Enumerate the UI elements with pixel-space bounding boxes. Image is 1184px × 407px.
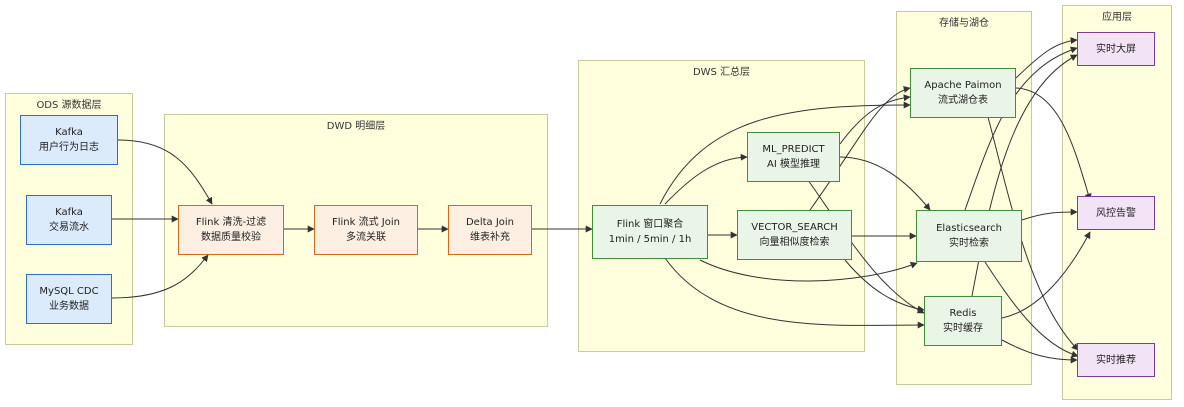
node-realtime-recommend: 实时推荐 (1077, 343, 1155, 377)
node-flink-window-sub: 1min / 5min / 1h (608, 234, 692, 245)
node-redis-sub: 实时缓存 (943, 323, 983, 334)
node-kafka-user-log-sub: 用户行为日志 (39, 142, 99, 153)
node-risk-alert: 风控告警 (1077, 196, 1155, 230)
node-mysql-cdc: MySQL CDC 业务数据 (26, 274, 112, 324)
edge-redis-to-recommend (1001, 339, 1078, 364)
node-vector-search: VECTOR_SEARCH 向量相似度检索 (737, 210, 852, 260)
edge-window-to-elastic (699, 259, 918, 282)
node-apache-paimon: Apache Paimon 流式湖仓表 (910, 68, 1016, 118)
dws-layer-title: DWS 汇总层 (692, 67, 751, 78)
node-kafka-trade-title: Kafka (55, 207, 83, 218)
node-flink-clean-sub: 数据质量校验 (201, 232, 261, 243)
edge-vector-to-redis (844, 259, 925, 313)
node-apache-paimon-sub: 流式湖仓表 (938, 95, 988, 106)
edge-window-to-ml (664, 153, 748, 205)
edge-vector-to-paimon (809, 86, 911, 211)
node-ml-predict-sub: AI 模型推理 (767, 159, 820, 170)
edge-ml-to-elastic (839, 156, 931, 211)
edge-ml-to-paimon (839, 94, 911, 145)
node-kafka-user-log-title: Kafka (55, 127, 83, 138)
edge-ml-to-redis (807, 179, 925, 314)
node-elasticsearch-sub: 实时检索 (949, 238, 989, 249)
node-delta-join-sub: 维表补充 (470, 232, 510, 243)
node-flink-clean: Flink 清洗-过滤 数据质量校验 (178, 205, 284, 255)
node-risk-alert-title: 风控告警 (1096, 207, 1136, 219)
node-flink-clean-title: Flink 清洗-过滤 (195, 217, 267, 228)
node-ml-predict: ML_PREDICT AI 模型推理 (747, 132, 840, 182)
node-realtime-dashboard: 实时大屏 (1077, 32, 1155, 66)
edge-elastic-to-risk (1021, 208, 1078, 221)
node-kafka-trade-sub: 交易流水 (49, 222, 89, 233)
node-mysql-cdc-title: MySQL CDC (39, 286, 99, 297)
edge-window-to-paimon (659, 101, 911, 205)
node-flink-window: Flink 窗口聚合 1min / 5min / 1h (592, 205, 708, 259)
edge-elastic-to-recommend (984, 261, 1079, 358)
edge-paimon-to-dashboard (1015, 37, 1078, 79)
edge-redis-to-risk (1001, 231, 1091, 319)
node-flink-join: Flink 流式 Join 多流关联 (314, 205, 418, 255)
node-redis: Redis 实时缓存 (924, 296, 1002, 346)
edge-paimon-to-recommend (987, 116, 1079, 351)
app-layer-title: 应用层 (1102, 12, 1132, 23)
node-flink-join-sub: 多流关联 (346, 232, 386, 243)
storage-layer-title: 存储与湖仓 (939, 18, 989, 29)
node-elasticsearch: Elasticsearch 实时检索 (916, 210, 1022, 262)
node-elasticsearch-title: Elasticsearch (936, 223, 1002, 234)
node-delta-join-title: Delta Join (465, 217, 515, 228)
node-kafka-user-log: Kafka 用户行为日志 (20, 115, 118, 165)
node-redis-title: Redis (949, 308, 977, 319)
node-kafka-trade: Kafka 交易流水 (26, 195, 112, 245)
edge-mysql-to-flink-clean (111, 254, 209, 299)
node-realtime-recommend-title: 实时推荐 (1096, 354, 1136, 366)
node-flink-join-title: Flink 流式 Join (332, 217, 400, 228)
dwd-layer-title: DWD 明细层 (326, 121, 386, 132)
node-delta-join: Delta Join 维表补充 (448, 205, 532, 255)
edge-window-to-redis (664, 257, 925, 329)
node-apache-paimon-title: Apache Paimon (924, 80, 1002, 91)
edge-kafka-log-to-flink-clean (117, 139, 213, 205)
node-ml-predict-title: ML_PREDICT (762, 144, 825, 155)
node-mysql-cdc-sub: 业务数据 (49, 301, 89, 312)
node-vector-search-title: VECTOR_SEARCH (751, 222, 838, 233)
node-flink-window-title: Flink 窗口聚合 (616, 219, 684, 230)
node-realtime-dashboard-title: 实时大屏 (1096, 43, 1136, 55)
edge-paimon-to-risk (1015, 87, 1092, 201)
node-vector-search-sub: 向量相似度检索 (759, 237, 830, 248)
ods-layer-title: ODS 源数据层 (36, 100, 102, 111)
